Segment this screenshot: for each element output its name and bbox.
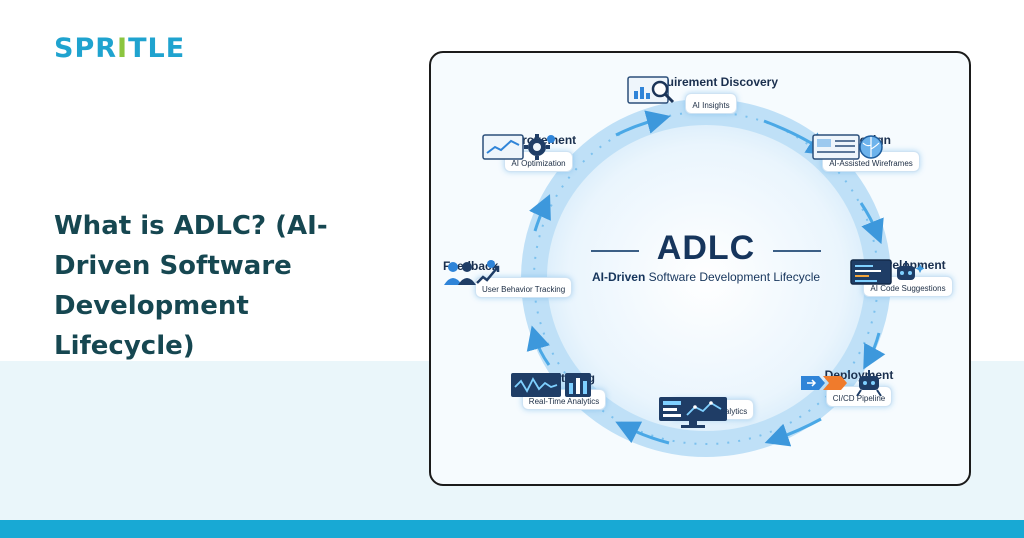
- arrow-monitoring-to-feedback: [526, 325, 551, 366]
- stage-tile: User Behavior Tracking: [444, 260, 573, 298]
- stage-tile: AI-Assisted Wireframes: [812, 134, 920, 172]
- page-headline: What is ADLC? (AI-Driven Software Develo…: [54, 211, 328, 361]
- stage-requirement-discovery: Requirement Discovery AI Insights: [626, 75, 796, 114]
- wireframe-brain-icon: [812, 134, 883, 160]
- stage-improvement: Improvement AI Optimization: [481, 133, 596, 172]
- arrow-improvement-to-requirement: [615, 110, 671, 137]
- stage-tile: Real-Time Analytics: [659, 397, 755, 428]
- stage-tile: AI Insights: [627, 76, 737, 114]
- stage-tile: Real-Time Analytics: [511, 373, 607, 410]
- stage-tile: AI Optimization: [482, 134, 573, 172]
- stage-caption: AI Code Suggestions: [870, 284, 946, 293]
- waveform-bars-icon: [511, 373, 591, 397]
- stage-deployment: Deployment CI/CD Pipeline: [799, 368, 919, 407]
- stage-caption: Real-Time Analytics: [528, 397, 600, 406]
- arrow-development-to-deployment: [863, 332, 886, 370]
- stage-title: Requirement Discovery: [643, 75, 779, 89]
- pipeline-robot-icon: [801, 370, 882, 397]
- ring-glow: [534, 112, 878, 444]
- stage-caption: AI-Assisted Wireframes: [829, 159, 913, 168]
- arrow-feedback-to-improvement: [529, 194, 551, 232]
- sprite-logo[interactable]: SPRITLE: [54, 33, 185, 64]
- stage-development: Development AI Code Suggestions: [849, 258, 967, 297]
- adlc-diagram-card: ADLC AI-Driven Software Development Life…: [429, 51, 971, 486]
- logo-text-start: SPR: [54, 33, 118, 64]
- stage-monitoring: Monitoring Real-Time Analytics: [509, 371, 619, 410]
- stage-caption: AI Optimization: [511, 159, 566, 168]
- magnifier-chart-icon: [627, 76, 675, 104]
- arrow-analytics-to-monitoring: [615, 421, 670, 445]
- arrow-design-to-development: [859, 202, 884, 245]
- arrow-deployment-to-analytics: [764, 417, 822, 447]
- stage-tile: AI Code Suggestions: [850, 259, 953, 297]
- stage-real-time-analytics: Real-Time Analytics: [657, 395, 767, 428]
- code-robot-icon: [850, 259, 925, 285]
- stage-feedback: Feedback User Behavior Tracking: [441, 259, 573, 298]
- title-rule-right: [773, 250, 821, 252]
- users-trend-icon: [444, 260, 500, 285]
- title-rule-left: [591, 250, 639, 252]
- diagram-title: ADLC: [656, 229, 756, 267]
- diagram-subtitle-rest: Software Development Lifecycle: [645, 270, 821, 284]
- stage-caption: CI/CD Pipeline: [832, 394, 886, 403]
- stage-caption: User Behavior Tracking: [482, 285, 566, 294]
- diagram-subtitle-bold: AI-Driven: [591, 270, 646, 284]
- bottom-accent-bar: [0, 520, 1024, 538]
- stage-caption: AI Insights: [692, 101, 730, 110]
- monitor-chart-icon: [659, 397, 727, 428]
- logo-text-i: I: [117, 33, 129, 64]
- gear-trend-icon: [482, 134, 555, 160]
- diagram-center: ADLC AI-Driven Software Development Life…: [581, 229, 831, 284]
- diagram-subtitle: AI-Driven Software Development Lifecycle: [581, 270, 831, 284]
- logo-text-end: TLE: [128, 33, 186, 64]
- stage-tile: CI/CD Pipeline: [801, 370, 893, 407]
- stage-design: Design AI-Assisted Wireframes: [811, 133, 931, 172]
